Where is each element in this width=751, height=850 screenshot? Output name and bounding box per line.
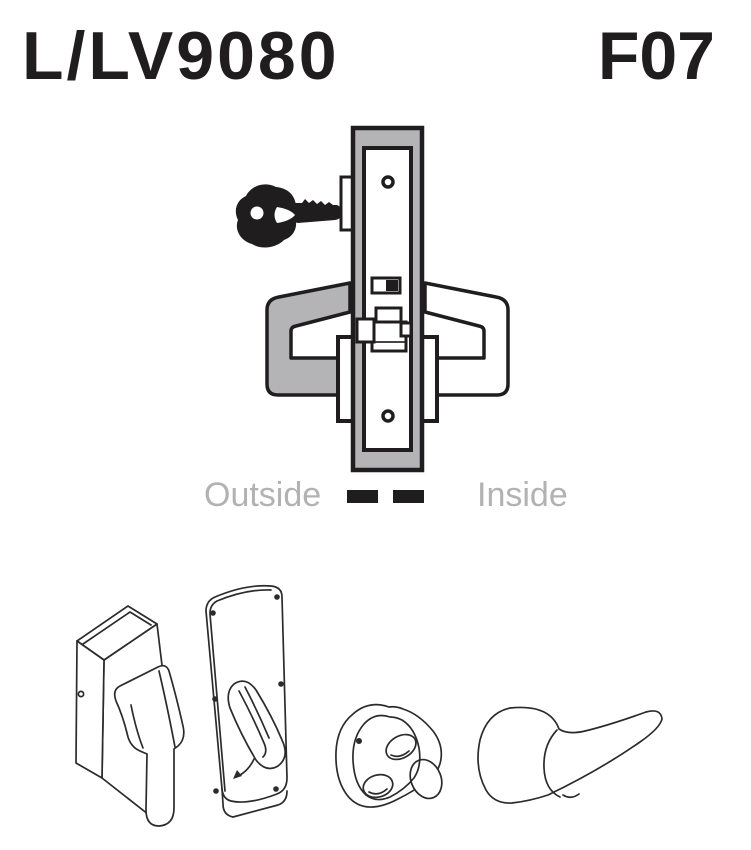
screw-hole-bottom-icon (381, 409, 395, 423)
outside-label: Outside (204, 476, 322, 514)
orientation-dash-marks (347, 490, 424, 503)
latch-assembly (355, 306, 413, 353)
lever-handle-icon (477, 706, 663, 804)
stop-works (370, 276, 402, 295)
outside-escutcheon-lever-icon (75, 605, 185, 827)
outside-lever-icon (265, 281, 352, 397)
rose-screw-hole-icon (356, 738, 362, 744)
trim-components-figure (75, 584, 663, 827)
function-code: F07 (597, 18, 715, 94)
inside-escutcheon-plate-icon (205, 584, 288, 818)
key-icon (235, 184, 342, 248)
inside-label: Inside (477, 476, 568, 514)
faceplate (362, 146, 413, 452)
latch-bolt (355, 317, 376, 344)
screw-hole-top-icon (381, 175, 395, 189)
model-code: L/LV9080 (22, 18, 340, 94)
inside-lever-icon (423, 281, 510, 397)
mortise-lock-diagram (235, 125, 510, 503)
rose-cam-icon (335, 703, 443, 808)
